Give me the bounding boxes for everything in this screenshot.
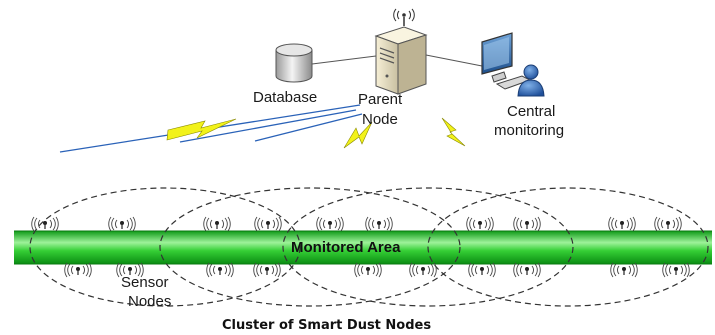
sensor-node-icon xyxy=(513,262,541,278)
sensor-node-icon xyxy=(316,216,344,232)
central-monitoring-label-line1: Central xyxy=(507,103,555,120)
sensor-node-icon xyxy=(409,262,437,278)
sensor-node-icon xyxy=(468,262,496,278)
sensor-node-icon xyxy=(206,262,234,278)
sensor-node-icon xyxy=(466,216,494,232)
sensor-nodes-group xyxy=(31,216,690,278)
sensor-node-icon xyxy=(662,262,690,278)
antenna-icon xyxy=(393,8,415,26)
parent-node-label-line2: Node xyxy=(362,111,398,128)
monitored-area-label: Monitored Area xyxy=(291,239,401,256)
link-server-monitor xyxy=(425,54,483,67)
sensor-node-icon xyxy=(610,262,638,278)
diagram-caption: Cluster of Smart Dust Nodes xyxy=(222,318,431,333)
sensor-nodes-label-line2: Nodes xyxy=(128,293,171,310)
database-label: Database xyxy=(253,89,317,106)
sensor-node-icon xyxy=(608,216,636,232)
sensor-node-icon xyxy=(64,262,92,278)
sensor-node-icon xyxy=(254,216,282,232)
sensor-node-icon xyxy=(116,262,144,278)
lightning-icon xyxy=(166,117,466,149)
cluster-ellipses xyxy=(29,187,709,307)
sensor-node-icon xyxy=(253,262,281,278)
sensor-node-icon xyxy=(108,216,136,232)
central-monitoring-label-line2: monitoring xyxy=(494,122,564,139)
sensor-nodes-label-line1: Sensor xyxy=(121,274,169,291)
sensor-node-icon xyxy=(513,216,541,232)
sensor-node-icon xyxy=(354,262,382,278)
computer-icon xyxy=(481,32,532,90)
database-icon xyxy=(275,43,313,83)
user-icon xyxy=(517,64,545,97)
sensor-node-icon xyxy=(31,216,59,232)
monitored-area-band xyxy=(14,231,712,264)
link-database-server xyxy=(311,55,377,65)
parent-node-label-line1: Parent xyxy=(358,91,403,108)
sensor-node-icon xyxy=(654,216,682,232)
sensor-node-icon xyxy=(203,216,231,232)
sensor-node-icon xyxy=(365,216,393,232)
server-icon xyxy=(374,26,428,95)
